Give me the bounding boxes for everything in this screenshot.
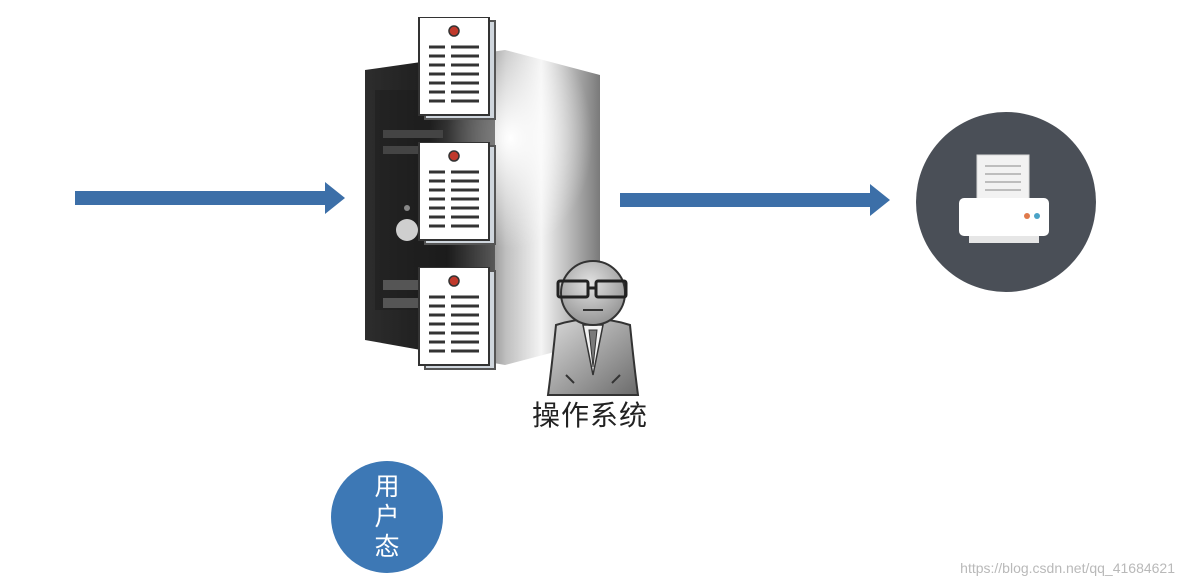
user-mode-badge: 用 户 态 [331, 461, 443, 573]
outgoing-arrow [620, 184, 890, 216]
user-mode-char: 用 [374, 472, 400, 501]
document-icon [418, 17, 496, 120]
document-icon [418, 267, 496, 370]
user-mode-char: 态 [374, 532, 400, 561]
printer-icon [959, 154, 1049, 243]
os-person-icon [546, 260, 640, 396]
incoming-arrow [75, 182, 345, 214]
document-icon [418, 142, 496, 245]
os-label: 操作系统 [531, 399, 648, 432]
watermark: https://blog.csdn.net/qq_41684621 [960, 560, 1175, 576]
user-mode-char: 户 [374, 502, 400, 531]
